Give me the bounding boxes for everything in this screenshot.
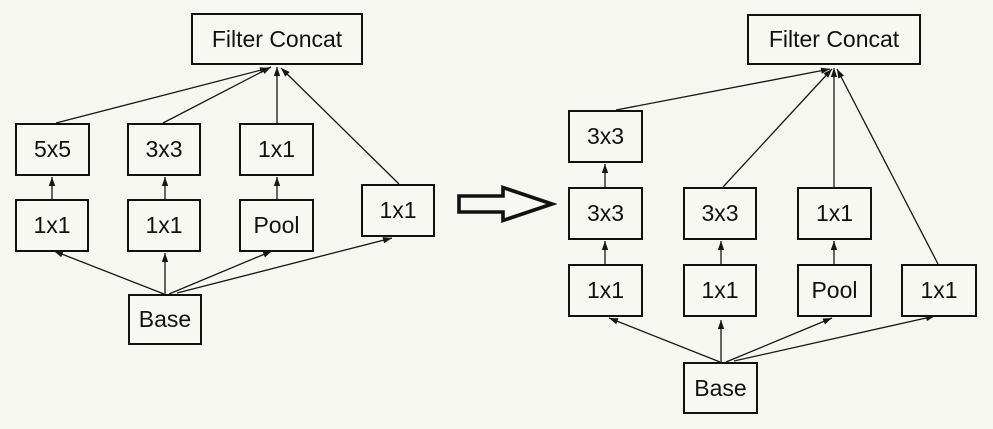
edge-conv_3x3_top-to-filter_concat [615, 67, 831, 111]
edge-base-to-conv_1x1_b [161, 253, 169, 294]
edge-conv_1x1_c-to-filter_concat [830, 68, 838, 187]
edge-base-to-pool [168, 250, 273, 295]
edge-base-to-conv_1x1_b [717, 320, 725, 362]
edge-conv_3x3_b-to-filter_concat [722, 68, 833, 188]
node-filter_concat: Filter Concat [191, 13, 363, 65]
edge-conv_3x3-to-filter_concat [162, 66, 272, 124]
node-filter_concat: Filter Concat [747, 14, 921, 65]
block-right-arrow-icon [457, 184, 557, 224]
node-conv_1x1_d: 1x1 [901, 264, 977, 317]
node-conv_5x5: 5x5 [15, 123, 90, 176]
edge-conv_5x5-to-filter_concat [55, 67, 270, 124]
node-pool: Pool [797, 264, 872, 317]
node-conv_1x1_b: 1x1 [683, 264, 757, 317]
edge-base-to-conv_1x1_a [53, 250, 165, 295]
edge-base-to-conv_1x1_a [608, 317, 721, 363]
node-conv_1x1_d: 1x1 [361, 184, 435, 237]
node-base: Base [683, 362, 758, 414]
node-pool: Pool [239, 199, 314, 252]
node-conv_1x1_a: 1x1 [15, 199, 89, 252]
edge-base-to-pool [725, 317, 833, 363]
edge-pool-to-conv_1x1_c [830, 241, 838, 264]
node-conv_1x1_b: 1x1 [127, 199, 201, 252]
edge-conv_1x1_c-to-filter_concat [273, 67, 281, 123]
edge-conv_1x1_a-to-conv_3x3_a [601, 241, 609, 264]
block-right-arrow-shape [457, 184, 557, 224]
node-conv_3x3_a: 3x3 [568, 187, 643, 240]
edge-conv_1x1_a-to-conv_5x5 [48, 177, 56, 199]
edge-conv_1x1_b-to-conv_3x3_b [717, 241, 725, 264]
node-conv_3x3_b: 3x3 [683, 187, 757, 240]
node-conv_1x1_c: 1x1 [239, 123, 314, 176]
edge-conv_1x1_b-to-conv_3x3 [161, 177, 169, 199]
node-conv_1x1_a: 1x1 [568, 264, 643, 317]
edge-conv_3x3_a-to-conv_3x3_top [601, 164, 609, 187]
edge-base-to-conv_1x1_d [733, 314, 936, 362]
node-base: Base [128, 294, 202, 345]
node-conv_3x3: 3x3 [127, 123, 201, 176]
edge-pool-to-conv_1x1_c [273, 177, 281, 199]
node-conv_3x3_top: 3x3 [568, 110, 643, 163]
node-conv_1x1_c: 1x1 [797, 187, 872, 240]
